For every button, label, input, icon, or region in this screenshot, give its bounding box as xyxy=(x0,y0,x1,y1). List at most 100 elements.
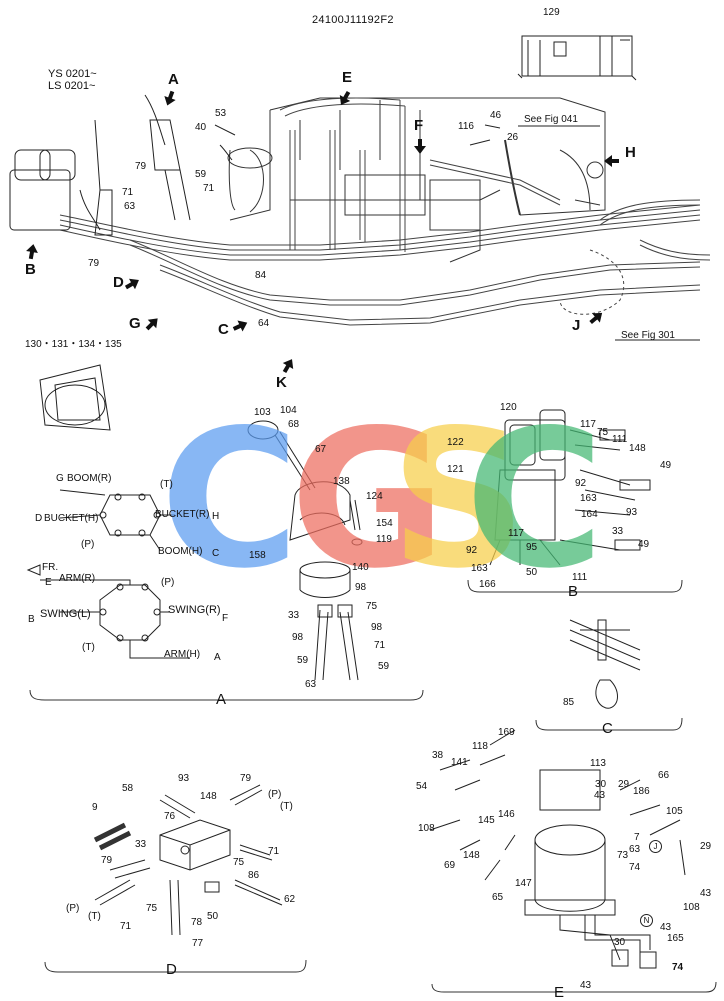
part-43-b: 43 xyxy=(700,888,712,899)
part-145: 145 xyxy=(478,815,495,826)
part-40: 40 xyxy=(195,122,207,133)
part-166: 166 xyxy=(479,579,496,590)
part-92-b: 92 xyxy=(466,545,478,556)
detail-a-caption: A xyxy=(216,691,227,708)
view-label-c[interactable]: C xyxy=(218,321,229,338)
detail-a-f: F xyxy=(222,613,229,624)
part-59-b: 59 xyxy=(378,661,390,672)
detail-a-p2: (P) xyxy=(161,577,175,588)
detail-a-boom-r: BOOM(R) xyxy=(67,473,112,484)
see-fig-041[interactable]: See Fig 041 xyxy=(524,114,578,125)
part-9: 9 xyxy=(92,802,98,813)
view-label-b[interactable]: B xyxy=(25,261,36,278)
detail-a-h: H xyxy=(212,511,220,522)
detail-a-bucket-h: BUCKET(H) xyxy=(44,513,99,524)
detail-a-c: C xyxy=(212,548,220,559)
view-label-h[interactable]: H xyxy=(625,144,636,161)
detail-a-b: B xyxy=(28,614,35,625)
part-147: 147 xyxy=(515,878,532,889)
circle-n: N xyxy=(640,914,653,927)
part-158: 158 xyxy=(249,550,266,561)
detail-d-t-top: (T) xyxy=(280,801,293,812)
part-169: 169 xyxy=(498,727,515,738)
view-label-g[interactable]: G xyxy=(129,315,141,332)
part-79-a: 79 xyxy=(135,161,147,172)
detail-e-art xyxy=(429,729,686,969)
overview-fittings xyxy=(39,124,501,431)
circle-j: J xyxy=(649,840,662,853)
part-108-a: 108 xyxy=(418,823,435,834)
view-label-d[interactable]: D xyxy=(113,274,124,291)
part-75-d1: 75 xyxy=(233,857,245,868)
part-85: 85 xyxy=(563,697,575,708)
part-124: 124 xyxy=(366,491,383,502)
part-29-a: 29 xyxy=(618,779,630,790)
part-78: 78 xyxy=(191,917,203,928)
part-103: 103 xyxy=(254,407,271,418)
part-98-c: 98 xyxy=(292,632,304,643)
part-118: 118 xyxy=(472,741,488,752)
detail-a-fr: FR. xyxy=(42,562,59,573)
part-105: 105 xyxy=(666,806,683,817)
watermark-letter-c1: C xyxy=(160,389,300,610)
watermark-letter-s: S xyxy=(390,389,527,610)
part-163-a: 163 xyxy=(580,493,597,504)
part-79-b: 79 xyxy=(88,258,100,269)
part-49-a: 49 xyxy=(660,460,672,471)
detail-d-t-left: (T) xyxy=(88,911,101,922)
detail-d-p-top: (P) xyxy=(268,789,282,800)
see-fig-underlines xyxy=(518,125,700,341)
detail-a-p1: (P) xyxy=(81,539,95,550)
part-50-b: 50 xyxy=(526,567,538,578)
part-54: 54 xyxy=(416,781,428,792)
detail-a-d: D xyxy=(35,513,43,524)
view-arrows xyxy=(26,90,619,374)
part-33-d: 33 xyxy=(135,839,147,850)
watermark-letter-c2: C xyxy=(465,389,605,610)
part-111-b: 111 xyxy=(572,572,588,583)
part-71-a: 71 xyxy=(203,183,215,194)
part-77: 77 xyxy=(192,938,204,949)
view-label-k[interactable]: K xyxy=(276,374,287,391)
part-69: 69 xyxy=(444,860,456,871)
view-label-a[interactable]: A xyxy=(168,71,179,88)
part-121: 121 xyxy=(447,464,464,475)
part-66: 66 xyxy=(658,770,670,781)
part-93-d: 93 xyxy=(178,773,190,784)
part-75: 75 xyxy=(366,601,378,612)
detail-a-swing-r: SWING(R) xyxy=(168,604,221,616)
part-164: 164 xyxy=(581,509,598,520)
part-120: 120 xyxy=(500,402,517,413)
part-138: 138 xyxy=(333,476,350,487)
part-93-b: 93 xyxy=(626,507,638,518)
part-76: 76 xyxy=(164,811,176,822)
part-73: 73 xyxy=(617,850,629,861)
detail-a-boom-h: BOOM(H) xyxy=(158,546,203,557)
part-71-d2: 71 xyxy=(120,921,132,932)
part-84: 84 xyxy=(255,270,267,281)
detail-e-caption: E xyxy=(554,984,565,1001)
see-fig-301[interactable]: See Fig 301 xyxy=(621,330,675,341)
part-59: 59 xyxy=(195,169,207,180)
detail-d-caption: D xyxy=(166,961,177,978)
part-46: 46 xyxy=(490,110,502,121)
part-63-a: 63 xyxy=(305,679,317,690)
part-119: 119 xyxy=(376,534,392,545)
serial-ls: LS 0201~ xyxy=(48,80,96,92)
part-98-a: 98 xyxy=(355,582,367,593)
part-68: 68 xyxy=(288,419,300,430)
view-label-e[interactable]: E xyxy=(342,69,353,86)
part-63: 63 xyxy=(124,201,136,212)
detail-a-arm-r: ARM(R) xyxy=(59,573,96,584)
part-186: 186 xyxy=(633,786,650,797)
view-label-j[interactable]: J xyxy=(572,317,581,334)
part-38: 38 xyxy=(432,750,444,761)
view-label-f[interactable]: F xyxy=(414,117,424,134)
part-50-d: 50 xyxy=(207,911,219,922)
detail-b-art xyxy=(489,409,651,566)
part-95: 95 xyxy=(526,542,538,553)
part-148-d: 148 xyxy=(200,791,217,802)
part-65: 65 xyxy=(492,892,504,903)
detail-a-t1: (T) xyxy=(160,479,173,490)
part-74-a: 74 xyxy=(629,862,641,873)
